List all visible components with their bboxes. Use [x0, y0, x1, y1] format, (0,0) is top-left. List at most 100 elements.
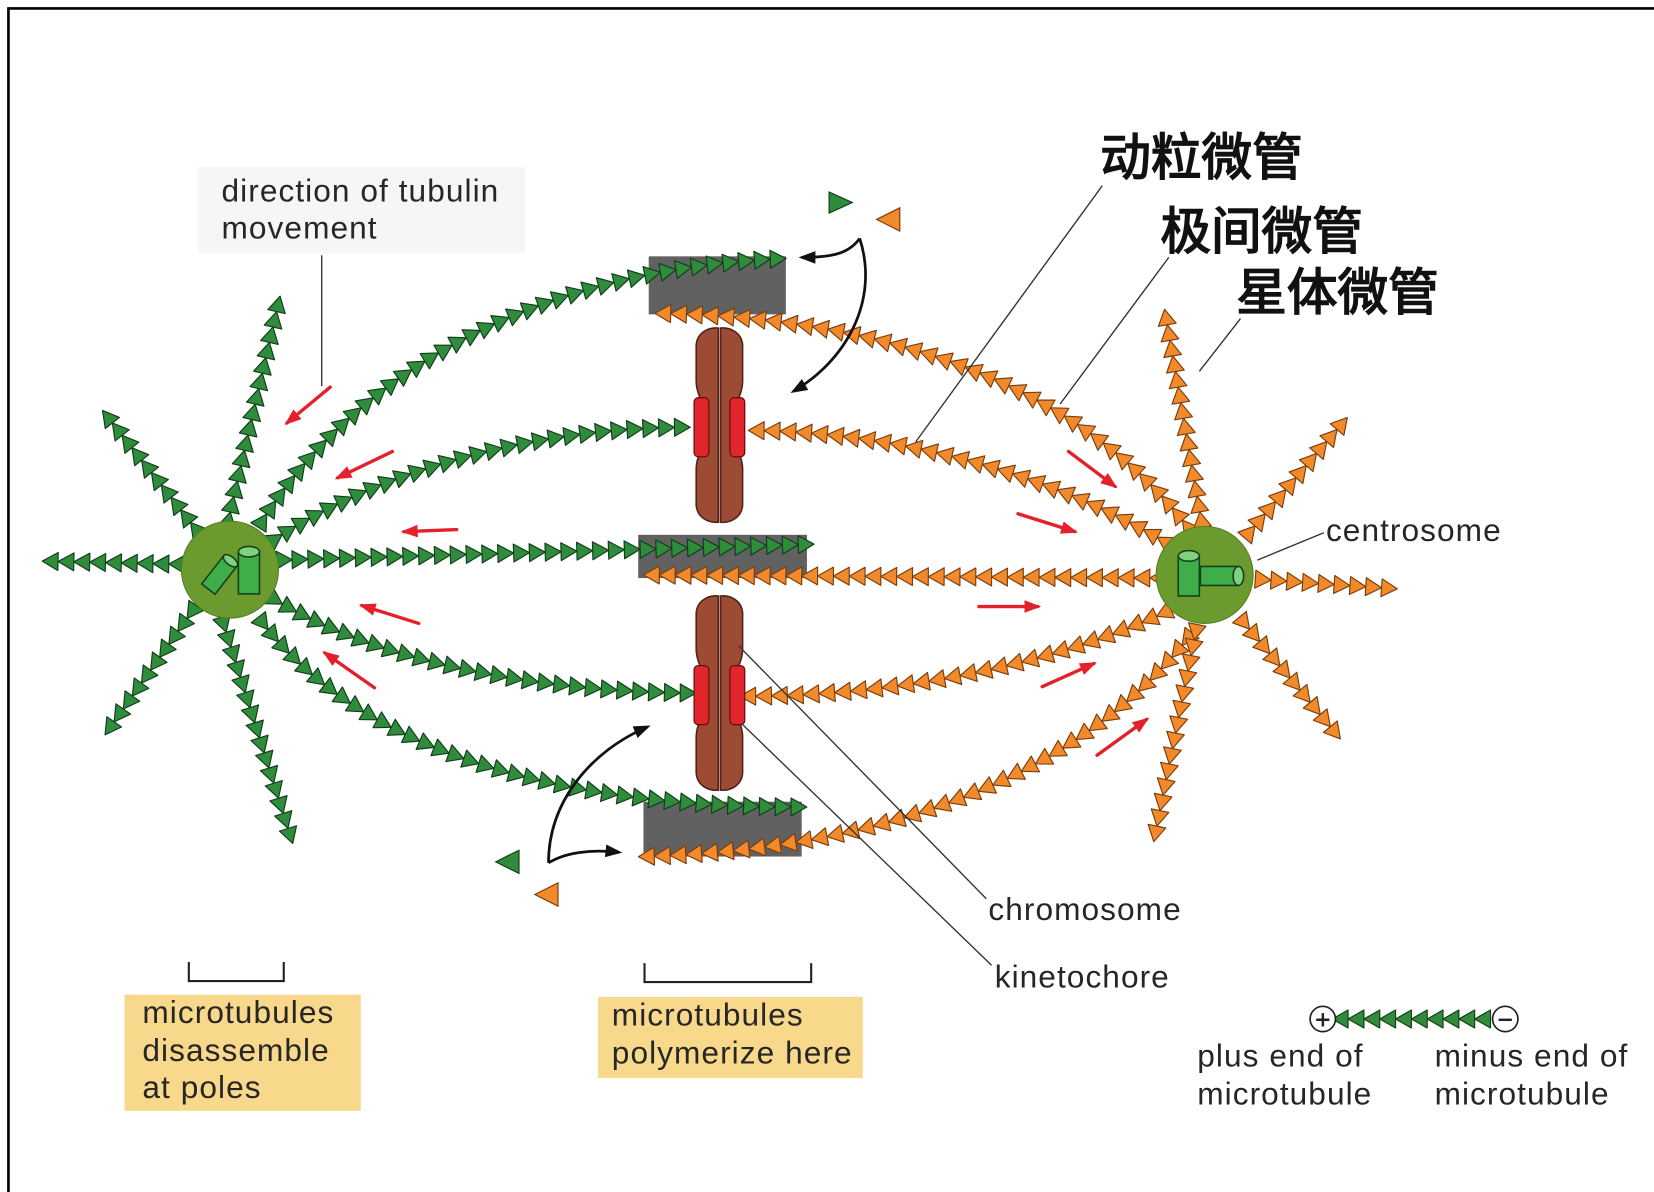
microtubule-legend: + − plus end of microtubule minus end of…	[1197, 1006, 1628, 1111]
tubulin-subunit	[1113, 620, 1131, 637]
tubulin-subunit	[1175, 403, 1193, 420]
flux-arrow	[1069, 451, 1115, 486]
centriole-horizontal	[1200, 566, 1243, 585]
tubulin-subunit	[566, 287, 584, 304]
tubulin-subunit	[890, 338, 908, 355]
astral-microtubule-label: 星体微管	[1236, 263, 1439, 322]
flux-arrow	[287, 387, 330, 423]
tubulin-subunit	[58, 553, 74, 571]
tubulin-subunit	[438, 455, 456, 472]
tubulin-subunit	[1286, 572, 1302, 590]
tubulin-subunit	[454, 451, 472, 468]
flux-arrow	[362, 605, 419, 623]
tubulin-subunit	[506, 668, 523, 686]
tubulin-subunit	[153, 555, 169, 573]
tubulin-subunit	[1170, 716, 1188, 733]
tubulin-subunit	[1427, 1010, 1443, 1028]
kinetochore-right	[730, 666, 745, 725]
tubulin-subunit	[236, 435, 253, 452]
tubulin-subunit	[261, 327, 279, 344]
tubulin-subunit	[843, 429, 860, 447]
tubulin-subunit	[257, 342, 274, 359]
tubulin-subunit	[1182, 654, 1200, 671]
centriole-cap	[238, 546, 259, 557]
centriole-cap	[1233, 566, 1244, 585]
tubulin-subunit	[553, 675, 570, 693]
tubulin-subunit	[222, 645, 239, 663]
tubulin-subunit	[292, 551, 308, 569]
tubulin-subunit	[545, 543, 561, 561]
tubulin-subunit	[397, 644, 415, 661]
tubulin-subunit	[643, 420, 659, 438]
tubulin-subunit	[1185, 638, 1203, 655]
tubulin-subunit	[874, 434, 891, 452]
tubulin-subunits	[42, 250, 1490, 1028]
tubulin-subunit	[1302, 573, 1318, 591]
tubulin-subunit	[1028, 476, 1046, 493]
tubulin-subunit	[1349, 577, 1365, 595]
tubulin-subunit	[516, 436, 533, 454]
tubulin-direction-label-line1: direction of tubulin	[222, 172, 500, 208]
tubulin-subunit	[976, 661, 993, 679]
tubulin-subunit	[1083, 631, 1101, 648]
tubulin-subunit	[239, 420, 257, 437]
tubulin-subunit	[913, 672, 930, 690]
tubulin-subunit	[850, 681, 867, 699]
tubulin-subunit	[1365, 578, 1381, 596]
tubulin-subunit	[484, 443, 502, 461]
tubulin-subunit	[466, 545, 482, 563]
addition-arrow-bottom-up	[549, 727, 648, 863]
tubulin-subunit	[1348, 1010, 1364, 1028]
tubulin-subunit	[270, 796, 287, 814]
tubulin-subunit	[585, 781, 602, 799]
tubulin-subunit	[601, 784, 618, 802]
callout-overlap: microtubules polymerize here	[598, 996, 863, 1078]
free-subunit-green	[829, 192, 852, 213]
tubulin-subunit	[459, 660, 476, 678]
centriole-body	[238, 552, 259, 594]
tubulin-subunit	[982, 460, 1000, 477]
tubulin-subunit	[366, 635, 384, 652]
tubulin-subunit	[222, 497, 240, 514]
tubulin-subunit	[137, 555, 153, 573]
tubulin-subunit	[929, 670, 946, 688]
tubulin-subunit	[577, 542, 593, 560]
tubulin-subunit	[898, 675, 915, 693]
kinetochore-left	[694, 398, 709, 457]
tubulin-subunit	[535, 297, 553, 314]
tubulin-subunit	[498, 545, 514, 563]
tubulin-subunit	[1022, 649, 1040, 666]
tubulin-subunit	[351, 629, 369, 646]
tubulin-subunit	[246, 720, 263, 738]
tubulin-subunit	[765, 313, 782, 331]
tubulin-subunit	[1167, 731, 1185, 748]
minus-end-label-line1: minus end of	[1435, 1037, 1629, 1073]
tubulin-subunit	[1177, 418, 1195, 435]
addition-arrow-top-down	[793, 238, 865, 391]
tubulin-subunit	[1161, 325, 1179, 342]
tubulin-subunit	[889, 809, 907, 826]
tubulin-subunit	[1164, 340, 1182, 357]
tubulin-subunit	[764, 422, 780, 440]
free-subunit-orange	[535, 883, 558, 906]
tubulin-subunit	[308, 550, 324, 568]
tubulin-subunit	[1071, 569, 1087, 587]
tubulin-subunit	[434, 546, 450, 564]
tubulin-subunit	[1169, 372, 1187, 389]
kinetochore-microtubule-label: 动粒微管	[1100, 128, 1303, 187]
kinetochore-label: kinetochore	[995, 958, 1170, 994]
tubulin-subunit	[890, 437, 907, 455]
tubulin-subunit	[608, 541, 624, 559]
callout-text: disassemble	[142, 1032, 329, 1068]
tubulin-subunit	[1233, 611, 1250, 629]
tubulin-subunit	[919, 800, 937, 817]
tubulin-subunit	[265, 780, 282, 798]
free-subunit-green	[496, 850, 519, 873]
tubulin-subunit	[1180, 434, 1198, 451]
tubulin-subunit	[482, 545, 498, 563]
tubulin-subunit	[1068, 636, 1086, 653]
tubulin-subunit	[476, 755, 494, 772]
tubulin-subunit	[443, 656, 460, 673]
callout-text: at poles	[142, 1069, 261, 1105]
tubulin-subunit	[1007, 568, 1023, 586]
